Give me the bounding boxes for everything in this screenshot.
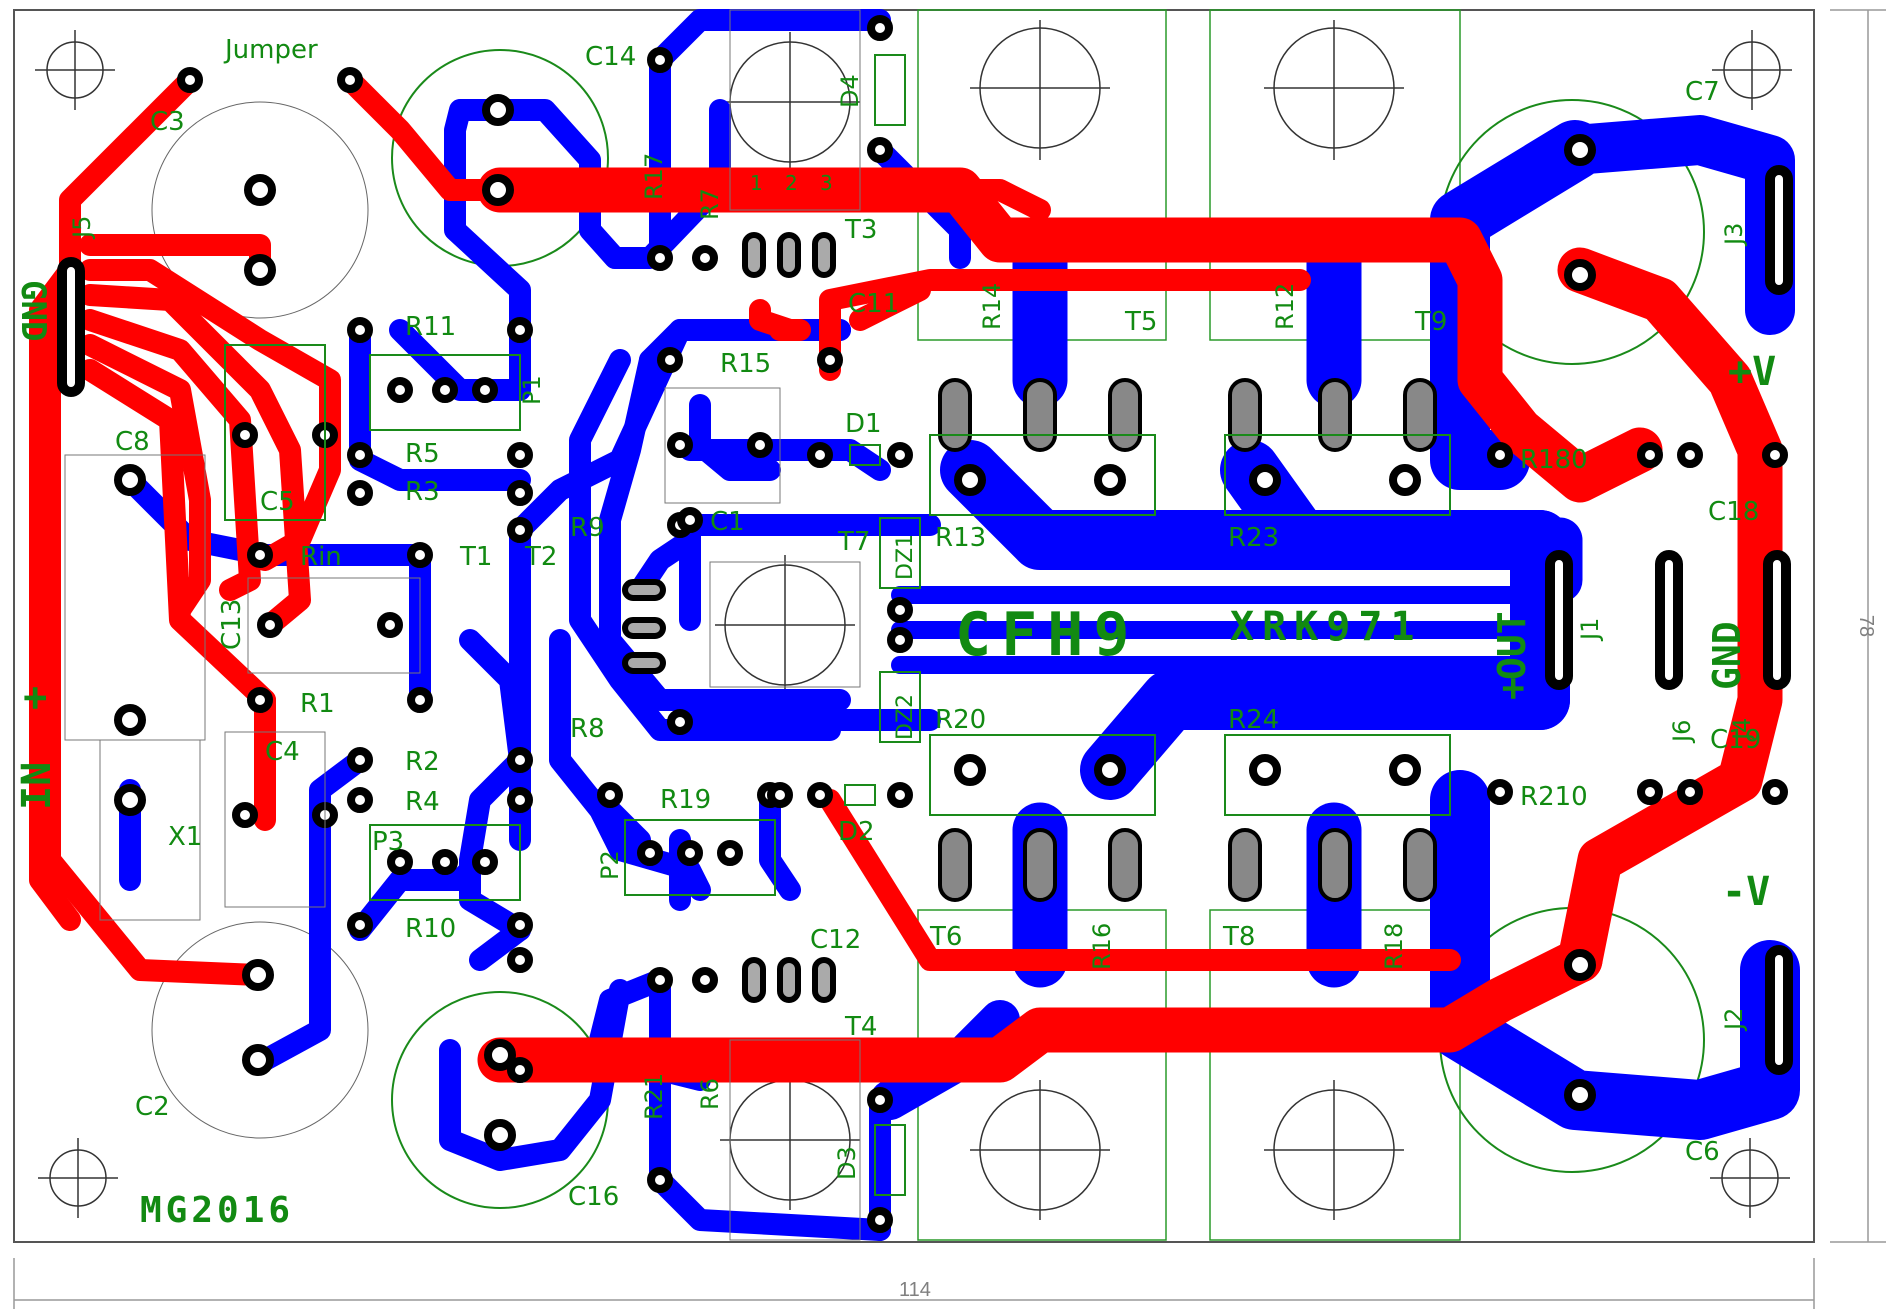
- label-r16: R16: [1088, 923, 1116, 970]
- label-t4: T4: [844, 1012, 877, 1042]
- label-d2: D2: [838, 817, 875, 847]
- label-r9: R9: [570, 513, 605, 543]
- label-r4: R4: [405, 787, 440, 817]
- label-c1: C1: [710, 507, 745, 537]
- label-c12: C12: [810, 925, 861, 955]
- label-t8: T8: [1222, 922, 1255, 952]
- label-c19: C19: [1710, 725, 1761, 755]
- board-title: CFH9: [955, 600, 1140, 670]
- label-r17: R17: [640, 153, 668, 200]
- gnd-left-label: GND: [13, 280, 53, 341]
- label-r24: R24: [1228, 705, 1279, 735]
- heat-sink-holes: [715, 20, 1404, 1220]
- label-j6: J6: [1668, 720, 1696, 744]
- label-r10: R10: [405, 914, 456, 944]
- label-d4: D4: [836, 74, 864, 108]
- dimension-lines: [13, 9, 1886, 1309]
- board-subtitle: XRK971: [1230, 604, 1423, 650]
- label-dz1: DZ1: [893, 534, 918, 580]
- label-d1: D1: [845, 409, 882, 439]
- label-r20: R20: [935, 705, 986, 735]
- label-c5: C5: [260, 487, 295, 517]
- label-j4: J4: [1728, 718, 1756, 742]
- label-r21: R21: [640, 1073, 668, 1120]
- label-t2: T2: [524, 542, 557, 572]
- label-r210: R210: [1520, 782, 1588, 812]
- label-r23: R23: [1228, 523, 1279, 553]
- label-t6: T6: [929, 922, 962, 952]
- label-j2: J2: [1720, 1008, 1748, 1032]
- label-r2: R2: [405, 747, 440, 777]
- label-r8: R8: [570, 714, 605, 744]
- label-t7: T7: [837, 527, 870, 557]
- power-pads: [938, 378, 1437, 902]
- silkscreen-labels: Jumper C3 C14 C7 C8 C5 C13 C4 C2 C16 C6 …: [68, 35, 1761, 1212]
- neg-v-label: -V: [1722, 869, 1770, 915]
- label-pin2-top: 2: [785, 171, 798, 195]
- label-c14: C14: [585, 42, 636, 72]
- out-label: OUT: [1490, 611, 1534, 680]
- label-c18: C18: [1708, 497, 1759, 527]
- label-t9: T9: [1414, 307, 1447, 337]
- label-c2: C2: [135, 1092, 170, 1122]
- through-hole-pads: [114, 15, 1788, 1233]
- label-c4: C4: [265, 737, 300, 767]
- label-c3: C3: [150, 107, 185, 137]
- label-t1: T1: [459, 542, 492, 572]
- label-r11: R11: [405, 312, 456, 342]
- label-r1: R1: [300, 689, 335, 719]
- in-plus-label: +: [12, 686, 58, 710]
- label-c11: C11: [848, 289, 899, 319]
- label-pin3-top: 3: [820, 171, 833, 195]
- silkscreen-outlines: [64, 9, 1451, 1241]
- label-r19: R19: [660, 785, 711, 815]
- label-r15: R15: [720, 349, 771, 379]
- label-c6: C6: [1685, 1137, 1720, 1167]
- label-c8: C8: [115, 427, 150, 457]
- label-p1: P1: [518, 375, 546, 405]
- label-r13: R13: [935, 523, 986, 553]
- label-p2: P2: [596, 850, 624, 880]
- label-j3: J3: [1720, 223, 1748, 247]
- pos-v-label: +V: [1728, 349, 1776, 395]
- label-c16: C16: [568, 1182, 619, 1212]
- label-p3: P3: [372, 827, 404, 857]
- label-x1: X1: [168, 822, 202, 852]
- label-c13: C13: [217, 599, 247, 650]
- label-r3: R3: [405, 477, 440, 507]
- label-j5: J5: [68, 216, 96, 240]
- label-t5: T5: [1124, 307, 1157, 337]
- label-d3: D3: [833, 1146, 861, 1180]
- label-t3: T3: [844, 215, 877, 245]
- width-dimension: 114: [899, 1279, 931, 1301]
- label-j1: J1: [1576, 618, 1604, 642]
- top-copper-traces: [29, 69, 1783, 1083]
- out-plus-label: +: [1490, 677, 1534, 700]
- label-r12: R12: [1271, 283, 1299, 330]
- label-r7: R7: [696, 188, 724, 220]
- label-r18: R18: [1380, 923, 1408, 970]
- label-r14: R14: [978, 283, 1006, 330]
- label-dz2: DZ2: [893, 694, 918, 740]
- small-transistor-pads: [622, 232, 836, 1003]
- mounting-holes: [35, 30, 1792, 1218]
- label-r180: R180: [1520, 445, 1588, 475]
- connector-pads: [57, 165, 1793, 1075]
- label-rin: Rin: [300, 542, 342, 572]
- label-pin1-top: 1: [750, 171, 763, 195]
- label-r5: R5: [405, 439, 440, 469]
- gnd-right-label: GND: [1705, 621, 1749, 690]
- label-r6: R6: [696, 1078, 724, 1110]
- height-dimension: 78: [1855, 615, 1877, 637]
- label-c7: C7: [1685, 77, 1720, 107]
- label-jumper: Jumper: [223, 35, 318, 65]
- board-author: MG2016: [140, 1190, 294, 1231]
- in-label: IN: [14, 762, 60, 810]
